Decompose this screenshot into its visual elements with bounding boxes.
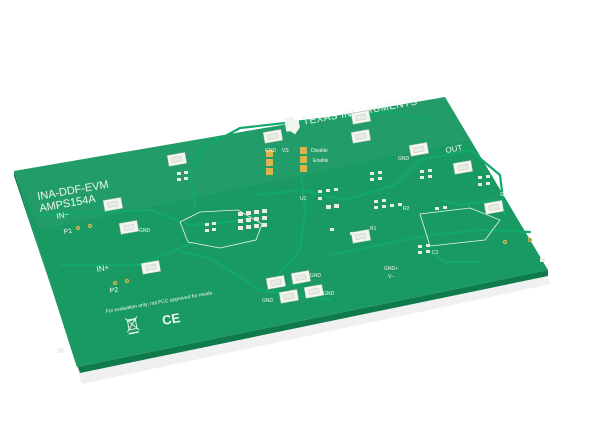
smd-pads — [177, 169, 490, 254]
in-minus-label: IN− — [56, 210, 70, 221]
in-plus-label: IN+ — [96, 263, 110, 274]
p1-label: P1 — [63, 228, 73, 236]
gnd-label-c: GND — [398, 156, 410, 162]
vs-label: VS — [282, 148, 289, 154]
connector-pads — [102, 110, 504, 304]
gnd-label-f: GND — [323, 291, 335, 297]
disable-label: Disable — [311, 148, 328, 154]
ti-logo-icon — [284, 116, 300, 135]
gnd-label-e: GND — [310, 273, 322, 279]
dgnd-label: GND — [500, 192, 512, 198]
r1-label: R1 — [370, 226, 377, 232]
gnd-label-b: GND — [265, 148, 277, 154]
gnd-label-a: GND — [139, 228, 151, 234]
ce-mark-icon: CE — [161, 310, 182, 328]
gnd-vs-label: GND+ — [384, 266, 398, 272]
header-pins — [266, 147, 307, 175]
weee-bin-icon — [124, 316, 140, 335]
corner-pads — [58, 258, 545, 353]
pour-outline — [179, 209, 263, 249]
out-label: OUT — [445, 143, 463, 155]
c1-label: C1 — [432, 250, 439, 256]
u1-label: U1 — [300, 196, 307, 202]
p2-label: P2 — [109, 287, 119, 295]
enable-label: Enable — [313, 158, 329, 164]
r2-label: R2 — [403, 206, 410, 212]
v-minus-label: V− — [388, 274, 394, 280]
gnd-label-d: GND — [262, 298, 274, 304]
board-highlight — [14, 97, 470, 230]
pour-outline-right — [419, 207, 501, 247]
